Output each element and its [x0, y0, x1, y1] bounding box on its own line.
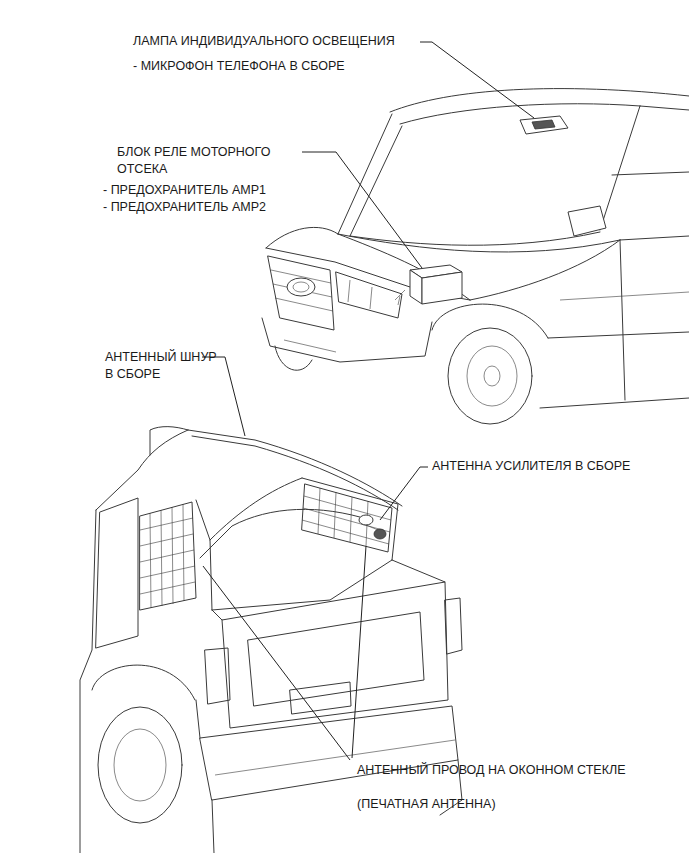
part-label: АНТЕННЫЙ ШНУР В СБОРЕ: [105, 349, 225, 383]
part-label: (ПЕЧАТНАЯ АНТЕННА): [357, 796, 627, 813]
rear-vehicle: [80, 427, 462, 853]
part-label: АНТЕННЫЙ ПРОВОД НА ОКОННОМ СТЕКЛЕ: [357, 762, 627, 779]
part-label: - ПРЕДОХРАНИТЕЛЬ AMP1: [103, 182, 323, 199]
part-label: БЛОК РЕЛЕ МОТОРНОГО ОТСЕКА: [117, 144, 322, 178]
part-label: АНТЕННА УСИЛИТЕЛЯ В СБОРЕ: [432, 458, 632, 475]
front-vehicle: [262, 89, 689, 424]
part-label: ЛАМПА ИНДИВИДУАЛЬНОГО ОСВЕЩЕНИЯ: [133, 33, 433, 50]
part-label: - ПРЕДОХРАНИТЕЛЬ AMP2: [103, 199, 323, 216]
part-label: - МИКРОФОН ТЕЛЕФОНА В СБОРЕ: [133, 58, 433, 75]
